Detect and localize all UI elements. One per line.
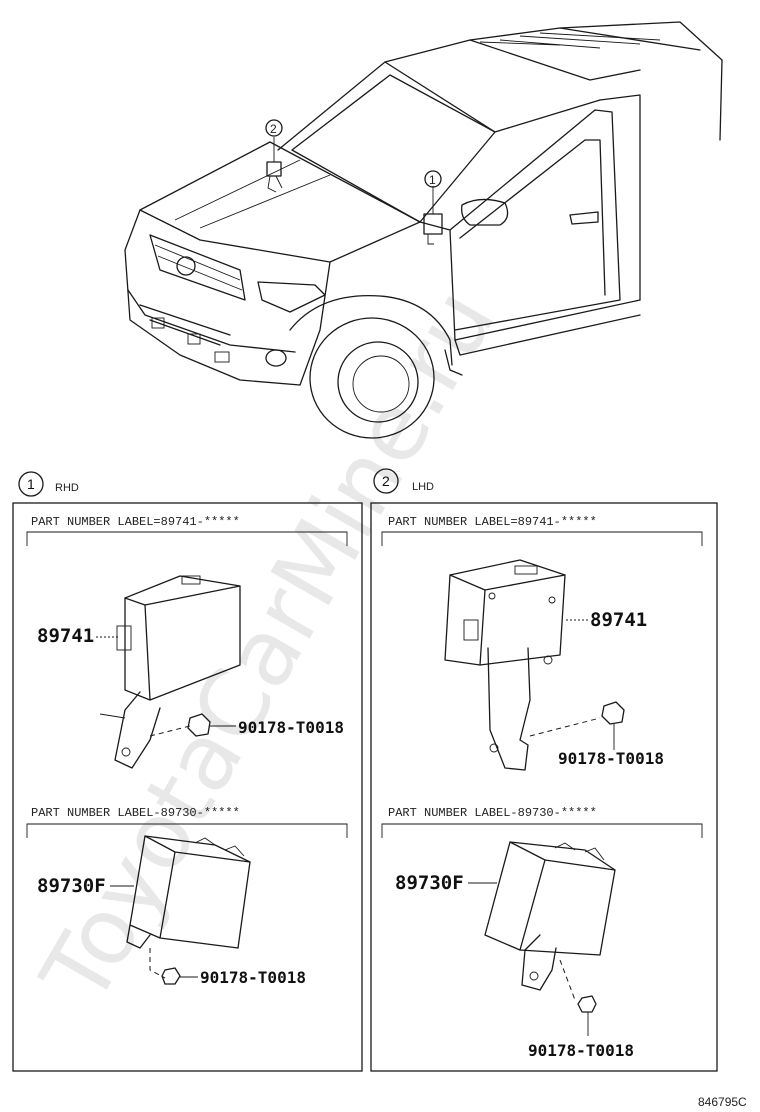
ecu-89741-rhd: [99, 575, 241, 769]
callout-2: 2: [265, 119, 283, 137]
panel-lhd-label-top: PART NUMBER LABEL=89741-*****: [388, 515, 597, 529]
panel-lhd-number: 2: [382, 473, 390, 489]
panel-lhd-number-circle: [373, 468, 399, 494]
callout-2-text: 2: [270, 122, 277, 136]
panel-lhd-frame: [370, 502, 718, 1072]
panel-rhd-frame: [12, 502, 363, 1072]
panel-rhd-label-bottom: PART NUMBER LABEL-89730-*****: [31, 806, 240, 820]
panel-rhd-number-circle: [18, 471, 44, 497]
module-89730f-rhd: [126, 835, 251, 985]
part-89741-rhd: 89741: [37, 625, 94, 647]
fastener-top-lhd: 90178-T0018: [558, 749, 664, 768]
fastener-bottom-lhd: 90178-T0018: [528, 1041, 634, 1060]
vehicle-illustration: [124, 21, 723, 439]
panel-rhd-number: 1: [27, 476, 35, 492]
callout-1-text: 1: [429, 173, 436, 187]
panel-rhd-label-top: PART NUMBER LABEL=89741-*****: [31, 515, 240, 529]
panel-lhd-variant: LHD: [412, 481, 434, 493]
panel-lhd: 2 LHD PART NUMBER LABEL=89741-***** 8974…: [370, 468, 718, 1072]
diagram-id: 846795C: [698, 1095, 747, 1109]
watermark: ToyotaCarMine.ru: [21, 271, 516, 1021]
part-89730f-rhd: 89730F: [37, 875, 106, 897]
watermark-text: ToyotaCarMine.ru: [21, 271, 516, 1021]
panel-rhd-variant: RHD: [55, 482, 79, 494]
part-89730f-lhd: 89730F: [395, 872, 464, 894]
ecu-89741-lhd: [444, 559, 625, 771]
fastener-bottom-rhd: 90178-T0018: [200, 968, 306, 987]
panel-lhd-label-bottom: PART NUMBER LABEL-89730-*****: [388, 806, 597, 820]
part-89741-lhd: 89741: [590, 609, 647, 631]
module-89730f-lhd: [484, 841, 616, 1036]
callout-1: 1: [424, 170, 442, 188]
fastener-top-rhd: 90178-T0018: [238, 718, 344, 737]
panel-rhd: 1 RHD PART NUMBER LABEL=89741-***** 8974…: [12, 471, 363, 1072]
